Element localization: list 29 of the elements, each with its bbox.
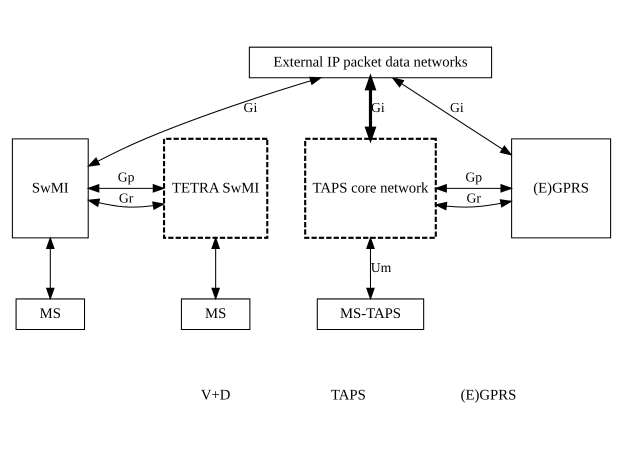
node-box: MS bbox=[180, 298, 250, 330]
edge-label: Gi bbox=[371, 99, 385, 114]
edge-label: Um bbox=[370, 259, 392, 274]
edge-label: Gp bbox=[465, 168, 482, 184]
arrow bbox=[87, 76, 322, 166]
node-box: TETRA SwMI bbox=[163, 137, 268, 238]
arrow bbox=[366, 236, 375, 300]
arrow bbox=[434, 198, 513, 210]
arrow bbox=[86, 183, 166, 192]
edge-label: Gi bbox=[450, 99, 464, 114]
arrow bbox=[391, 76, 513, 156]
label: (E)GPRS bbox=[460, 387, 516, 404]
node-box: MS-TAPS bbox=[316, 298, 424, 330]
arrow bbox=[86, 198, 166, 210]
node-box: TAPS core network bbox=[304, 137, 437, 238]
node-box: (E)GPRS bbox=[511, 138, 612, 238]
label: TAPS bbox=[330, 387, 366, 404]
arrow bbox=[211, 236, 220, 300]
edge-label: Gi bbox=[244, 99, 258, 114]
node-box: External IP packet data networks bbox=[248, 46, 492, 78]
arrow bbox=[434, 183, 514, 192]
node-box: SwMI bbox=[12, 138, 89, 238]
edge-label: Gr bbox=[466, 190, 481, 205]
edge-label: Gp bbox=[118, 168, 134, 184]
label: V+D bbox=[200, 387, 230, 404]
node-box: MS bbox=[16, 298, 86, 330]
edge-label: Gr bbox=[118, 190, 134, 205]
arrow bbox=[46, 236, 55, 300]
arrow bbox=[364, 72, 376, 143]
